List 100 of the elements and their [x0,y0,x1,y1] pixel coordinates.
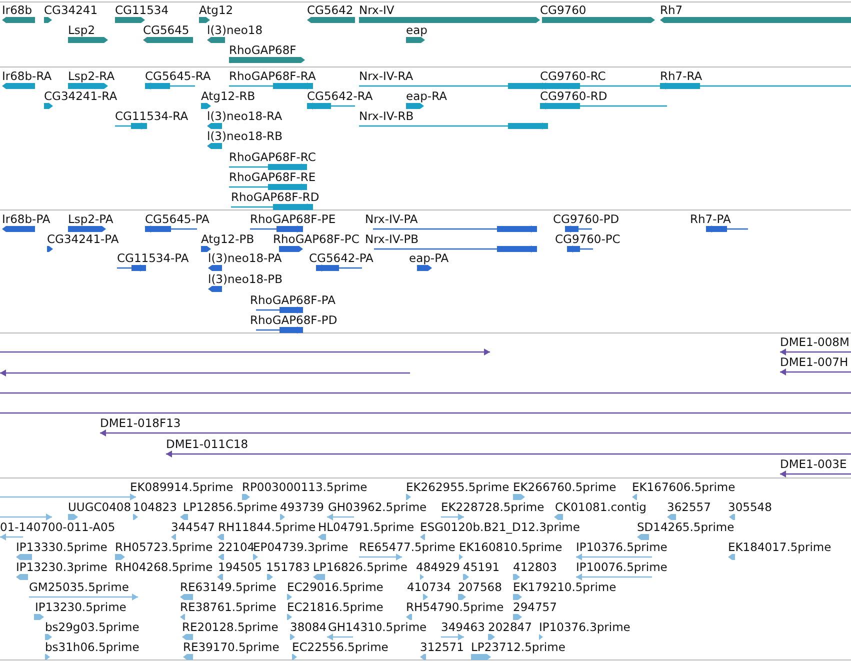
feature-label: EK167606.5prime [632,480,736,494]
feature-label: CG11534-PA [117,251,189,265]
feature-label: bs31h06.5prime [45,640,140,654]
feature-label: LP16826.5prime [313,560,408,574]
feature-label: EK089914.5prime [130,480,234,494]
feature-label: CG5642 [307,3,354,17]
feature-label: GH14310.5prime [328,620,427,634]
feature-label: Nrx-IV-PB [365,232,419,246]
feature-label: 01-140700-011-A05 [0,520,116,534]
feature-label: 38084 [290,620,327,634]
feature-label: l(3)neo18-PA [208,251,282,265]
feature-label: IP10376.3prime [539,620,630,634]
feature-label: RE39170.5prime [183,640,280,654]
feature-label: CG9760-RD [540,89,608,103]
feature-label: Atg12-RB [201,89,256,103]
feature-label: Nrx-IV-RB [359,109,414,123]
feature-label: 344547 [171,520,215,534]
feature-label: SD14265.5prime [637,520,734,534]
feature-label: EC29016.5prime [287,580,384,594]
feature-label: IP10076.5prime [576,560,668,574]
feature-label: GM25035.5prime [29,580,129,594]
feature-label: RE65477.5prime [359,540,456,554]
feature-label: CG5645 [143,23,190,37]
feature-label: RhoGAP68F [229,43,296,57]
feature-label: RH11844.5prime [218,520,316,534]
feature-label: l(3)neo18-RB [207,129,283,143]
feature-label: DME1-008M [780,335,850,349]
feature-label: 349463 [441,620,485,634]
feature-label: Nrx-IV [359,3,394,17]
feature-label: CG5642-RA [307,89,373,103]
feature-label: ESG0120b.B21_D12.3prime [420,520,580,534]
feature-label: CG9760-PC [555,232,620,246]
feature-label: IP13330.5prime [16,540,108,554]
feature-label: DME1-011C18 [166,437,248,451]
feature-label: CG5645-PA [145,212,210,226]
feature-label: RH05723.5prime [115,540,213,554]
feature-label: CG9760-RC [540,69,606,83]
feature-label: eap [406,23,428,37]
feature-label: UUGC0408 [68,500,132,514]
feature-label: eap-RA [406,89,447,103]
feature-label: RhoGAP68F-RE [229,170,316,184]
feature-label: LP12856.5prime [183,500,278,514]
feature-label: 412803 [513,560,557,574]
feature-label: 362557 [667,500,711,514]
feature-label: l(3)neo18-RA [207,109,282,123]
feature-label: EK184017.5prime [728,540,832,554]
feature-label: RE20128.5prime [182,620,278,634]
feature-label: 484929 [416,560,460,574]
feature-label: RP003000113.5prime [242,480,368,494]
feature-label: 207568 [458,580,502,594]
feature-label: 305548 [728,500,772,514]
feature-label: LP23712.5prime [471,640,566,654]
feature-label: 104823 [133,500,177,514]
feature-label: Ir68b [2,3,32,17]
feature-label: Ir68b-PA [2,212,50,226]
feature-label: EC21816.5prime [287,600,384,614]
feature-label: GH03962.5prime [328,500,427,514]
feature-label: HL04791.5prime [318,520,414,534]
feature-label: CG34241-RA [44,89,118,103]
feature-label: CG34241-PA [47,232,119,246]
feature-label: CG34241 [44,3,98,17]
feature-label: Rh7-RA [660,69,702,83]
feature-label: IP13230.5prime [35,600,126,614]
feature-label: CG5642-PA [309,251,374,265]
feature-label: RhoGAP68F-PD [250,313,338,327]
feature-label: RhoGAP68F-RA [229,69,316,83]
feature-label: EK179210.5prime [513,580,616,594]
feature-label: Atg12-PB [201,232,254,246]
feature-label: Rh7 [660,3,683,17]
feature-label: RE63149.5prime [180,580,276,594]
feature-label: IP10376.5prime [576,540,668,554]
feature-label: CG5645-RA [145,69,211,83]
feature-label: bs29g03.5prime [45,620,140,634]
feature-label: Lsp2-RA [68,69,115,83]
feature-label: CG11534-RA [115,109,188,123]
feature-label: eap-PA [409,251,449,265]
feature-label: CG11534 [115,3,169,17]
feature-label: Atg12 [199,3,234,17]
feature-label: Lsp2-PA [68,212,114,226]
feature-label: l(3)neo18-PB [208,272,282,286]
feature-label: DME1-003E [780,457,847,471]
feature-label: Nrx-IV-PA [365,212,418,226]
feature-label: Ir68b-RA [2,69,52,83]
feature-label: 45191 [463,560,500,574]
feature-label: CK01081.contig [555,500,646,514]
feature-label: DME1-007H [780,355,848,369]
feature-label: CG9760-PD [553,212,620,226]
feature-label: Lsp2 [68,23,96,37]
feature-label: RhoGAP68F-RD [231,190,320,204]
feature-label: RhoGAP68F-PC [273,232,360,246]
feature-label: Rh7-PA [690,212,731,226]
feature-label: DME1-018F13 [100,416,181,430]
feature-label: 202847 [488,620,532,634]
feature-label: EK262955.5prime [406,480,510,494]
feature-label: 151783 [266,560,310,574]
feature-label: RE38761.5prime [180,600,276,614]
feature-label: EK266760.5prime [513,480,616,494]
feature-label: RhoGAP68F-PA [250,293,336,307]
feature-label: 294757 [513,600,557,614]
feature-label: EP04739.3prime [253,540,348,554]
